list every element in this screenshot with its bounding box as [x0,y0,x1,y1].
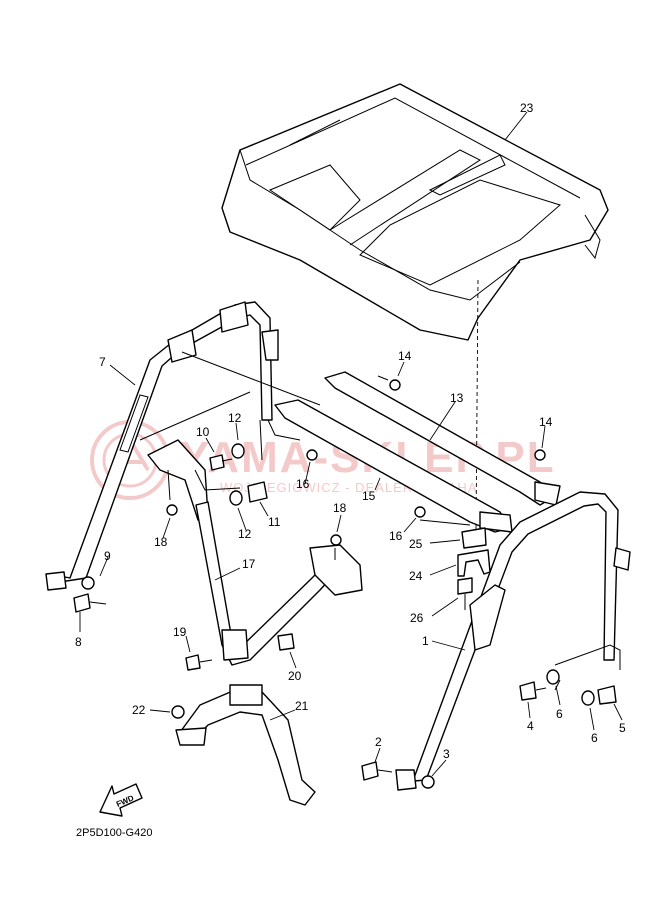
callout-18-left: 18 [154,535,168,549]
callout-13: 13 [450,391,464,405]
callout-23: 23 [520,101,534,115]
fasteners [73,375,617,789]
assembly-lines [139,351,621,691]
part-bracket-25 [461,527,487,549]
callout-8: 8 [75,635,82,649]
part-support-stand [175,684,316,806]
callout-16-left: 16 [296,477,310,491]
callout-15: 15 [362,489,376,503]
part-clamp-24 [457,549,491,577]
callout-12-top: 12 [228,411,242,425]
callout-20: 20 [288,669,302,683]
callout-14-top: 14 [398,349,412,363]
callout-25: 25 [409,537,423,551]
part-cross-brace-lower [274,399,513,533]
callout-10: 10 [196,425,210,439]
callout-11: 11 [268,515,281,529]
callout-17: 17 [242,557,256,571]
callout-9: 9 [104,549,111,563]
callout-18-right: 18 [333,501,347,515]
callout-24: 24 [409,569,423,583]
fwd-arrow-icon [99,783,143,817]
part-roof [221,83,609,341]
leader-lines [79,111,623,777]
part-front-bar-right [395,491,631,791]
callout-5: 5 [619,721,626,735]
part-rear-bar-left [45,301,279,591]
callout-21: 21 [295,699,309,713]
callout-6-lower: 6 [591,731,598,745]
callout-6-top: 6 [556,707,563,721]
callout-7: 7 [99,355,106,369]
drawing-code: 2P5D100-G420 [76,827,152,839]
fwd-arrow: FWD [99,783,143,817]
callout-26: 26 [410,611,424,625]
callout-4: 4 [527,719,534,733]
callout-16-right: 16 [389,529,403,543]
part-lower-frame [147,439,363,666]
callout-14-right: 14 [539,415,553,429]
callout-labels: 23 7 14 13 14 10 12 16 15 12 11 18 18 16… [75,101,626,761]
callout-22: 22 [132,703,146,717]
part-cross-brace-upper [324,371,561,506]
callout-12-lower: 12 [238,527,252,541]
callout-19: 19 [173,625,187,639]
callout-2: 2 [375,735,382,749]
callout-1: 1 [422,634,429,648]
callout-3: 3 [443,747,450,761]
